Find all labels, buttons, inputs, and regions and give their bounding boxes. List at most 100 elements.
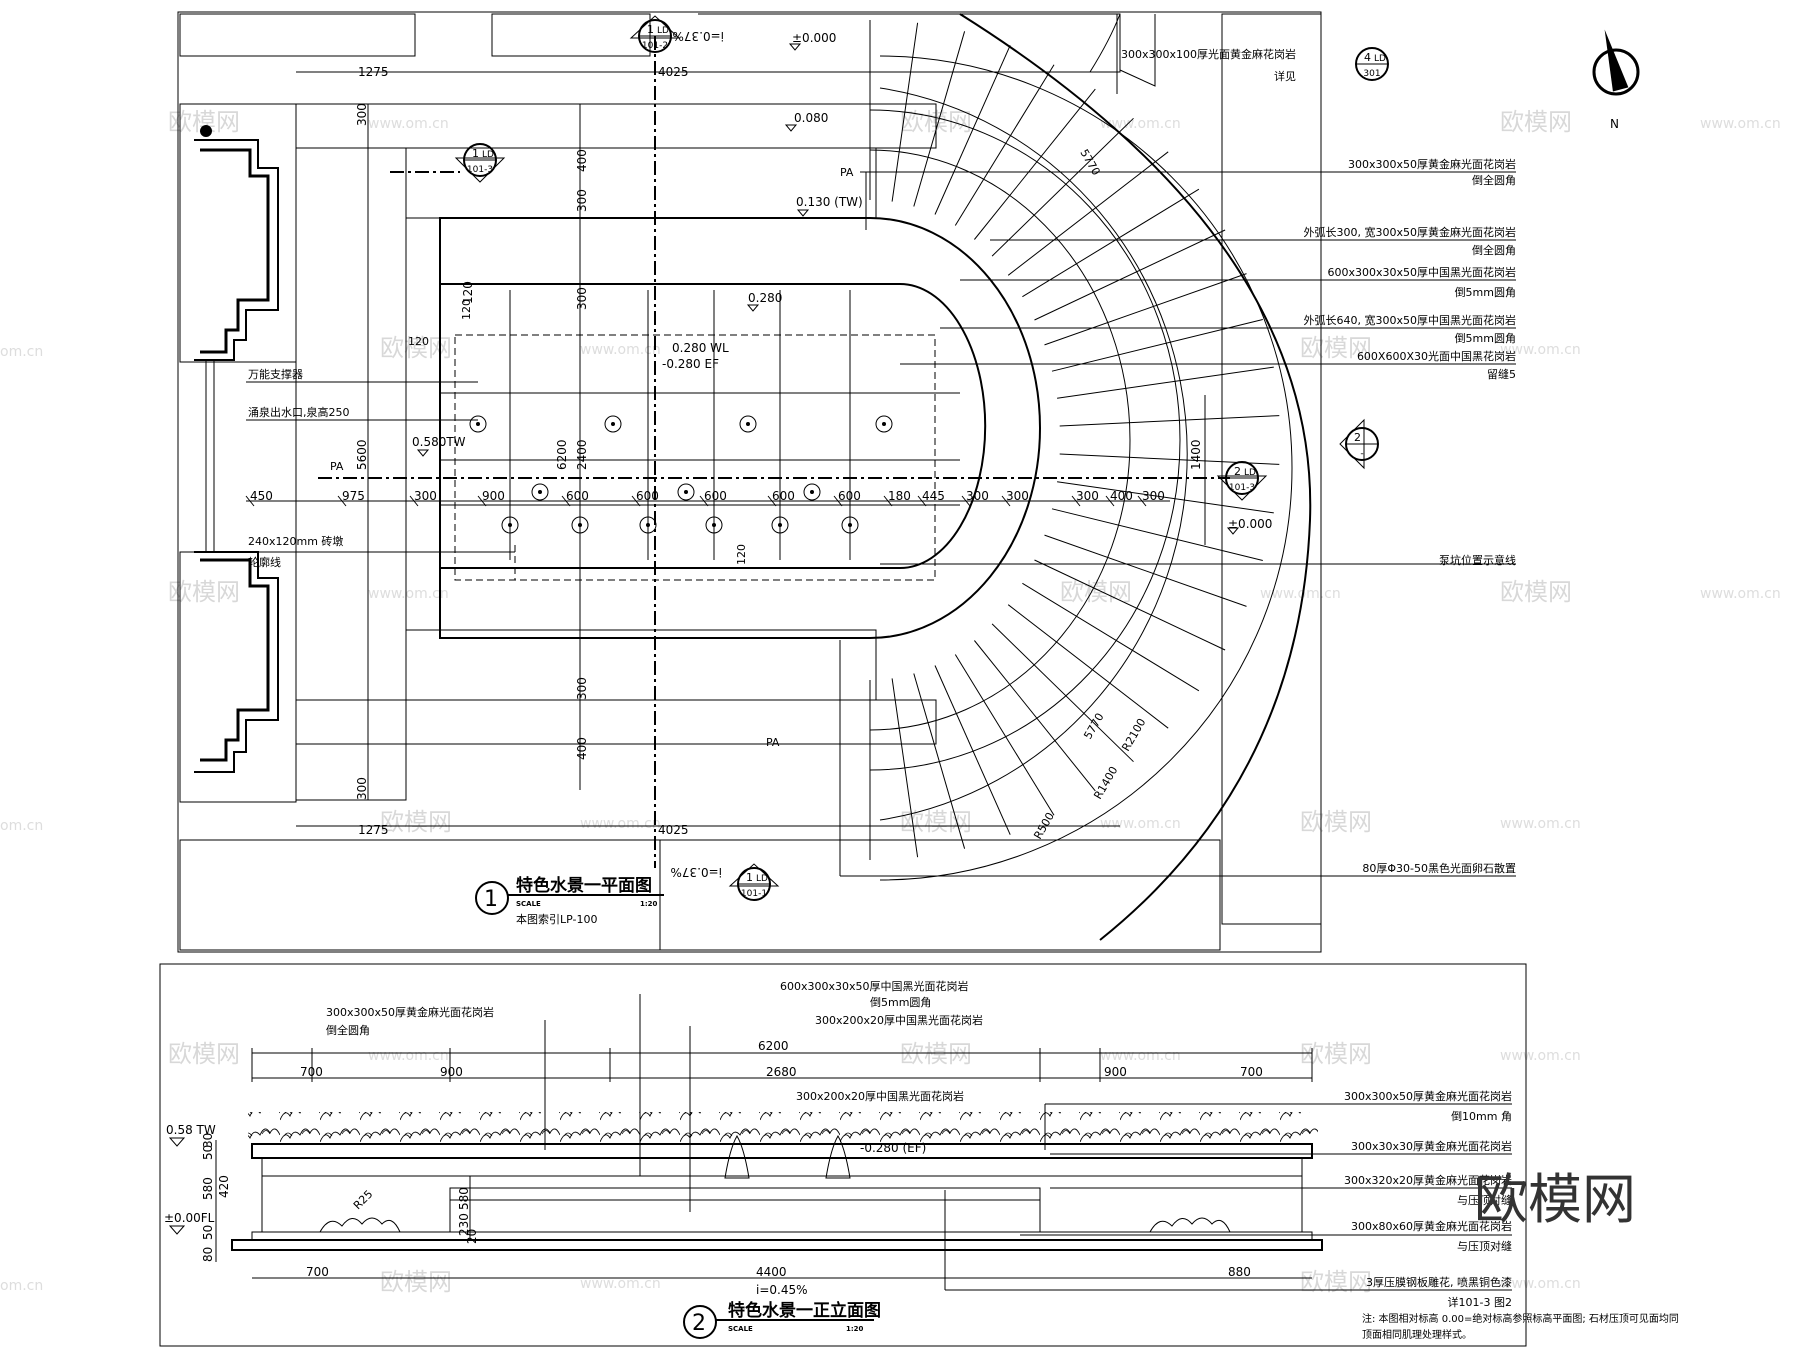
plan-ref-note: 本图索引LP-100: [516, 912, 598, 926]
plan-scale-label: SCALE: [516, 900, 541, 908]
dim-text: 120: [735, 544, 748, 565]
radial-joint: [1007, 604, 1169, 729]
dim-text: 580: [457, 1187, 471, 1210]
jet-nozzle: [501, 516, 519, 534]
elev-level: i=0.45%: [756, 1283, 808, 1297]
watermark-site: www.om.cn: [580, 1276, 661, 1292]
ground-line: [231, 1239, 1323, 1251]
elev-label: 300x200x20厚中国黑光面花岗岩: [815, 1013, 983, 1027]
tick: [1001, 495, 1011, 507]
note-label: 万能支撑器: [248, 367, 303, 381]
material-label: 泵坑位置示意线: [1439, 553, 1516, 567]
watermark-site: www.om.cn: [368, 586, 449, 602]
material-label: 外弧长640, 宽300x50厚中国黑光面花岗岩: [1304, 313, 1517, 327]
elev-number: 2: [692, 1311, 706, 1336]
dim-text: 880: [1228, 1265, 1251, 1279]
dim-text: 120: [461, 281, 475, 304]
plan-title-block: 1 特色水景一平面图 SCALE 1:20 本图索引LP-100: [475, 875, 664, 926]
jet-nozzle: [677, 483, 695, 501]
slope-text: i=0.37%: [672, 29, 724, 43]
dim-text: 450: [250, 489, 273, 503]
watermark-site: www.om.cn: [1500, 816, 1581, 832]
plan-view: 1275 4025 1275 4025 45097530090060060060…: [177, 11, 1640, 953]
elev-level: 0.58 TW: [166, 1123, 216, 1137]
watermark-site: www.om.cn: [1700, 116, 1781, 132]
note-label: 涌泉出水口,泉高250: [248, 405, 350, 419]
pool-face: [449, 1187, 1041, 1233]
watermark-site: om.cn: [0, 344, 43, 360]
watermark-brand: 欧模网: [1060, 578, 1132, 606]
elev-label: 倒全圆角: [326, 1023, 370, 1037]
radial-joint: [954, 64, 1055, 226]
note-label: 240x120mm 砖墩: [248, 534, 343, 548]
material-label: 外弧长300, 宽300x50厚黄金麻光面花岗岩: [1304, 225, 1517, 239]
dim-text: 230: [457, 1213, 471, 1236]
material-label: 600X600X30光面中国黑花岗岩: [1357, 349, 1516, 363]
dim-text: 6200: [555, 439, 569, 470]
dim-text: 5600: [355, 439, 369, 470]
elev-scale-label: SCALE: [728, 1325, 753, 1333]
callout-number: 2: [1234, 465, 1241, 478]
radius-label: R2100: [1119, 716, 1148, 753]
jet-nozzle: [469, 415, 487, 433]
callout-sheet: LD: [482, 150, 494, 160]
jet-nozzle: [875, 415, 893, 433]
dim-text: 300: [1006, 489, 1029, 503]
radial-joint: [974, 640, 1096, 792]
radial-joint: [913, 673, 966, 849]
pa-label: PA: [840, 166, 854, 179]
watermark-site: www.om.cn: [368, 1048, 449, 1064]
coping-bottom: [405, 629, 877, 701]
material-label: 300x30x30厚黄金麻光面花岗岩: [1351, 1139, 1512, 1153]
dim-text: 20: [465, 1229, 479, 1244]
elev-label: 倒5mm圆角: [870, 996, 931, 1009]
watermark-site: www.om.cn: [1100, 116, 1181, 132]
material-label: 80厚Φ30-50黑色光面卵石散置: [1362, 861, 1516, 875]
radial-joint: [1057, 481, 1274, 514]
dim-text: 700: [300, 1065, 323, 1079]
dim-text: 300: [575, 677, 589, 700]
dim-text: 120: [460, 299, 473, 320]
tick: [833, 495, 843, 507]
material-label: 留缝5: [1487, 367, 1516, 381]
dim-text: 400: [1110, 489, 1133, 503]
arc-band-4: [879, 55, 1293, 881]
tick: [1105, 495, 1115, 507]
watermark-brand: 欧模网: [1500, 108, 1572, 136]
material-label: 倒全圆角: [1472, 243, 1516, 257]
elev-note: 顶面相同肌理处理样式。: [1362, 1328, 1472, 1341]
elev-title-block: 2 特色水景一正立面图 SCALE 1:20: [683, 1300, 881, 1339]
pool-inner: [439, 283, 987, 569]
radial-joint: [1034, 229, 1226, 321]
jet-nozzle: [604, 415, 622, 433]
jet-nozzle: [531, 483, 549, 501]
level-text: ±0.000: [1228, 517, 1272, 531]
dim-text: 600: [566, 489, 589, 503]
radial-joint: [1044, 534, 1247, 607]
elev-level: -0.280 (EF): [860, 1141, 926, 1155]
watermark-site: www.om.cn: [1500, 1048, 1581, 1064]
dim-text: 300: [575, 189, 589, 212]
callout-ref: 101-3: [1229, 483, 1255, 493]
radial-joint: [1051, 319, 1263, 372]
dim-text: 975: [342, 489, 365, 503]
callout-ref: -: [1360, 449, 1363, 459]
level-marker: [168, 1225, 186, 1235]
dim-text: 700: [1240, 1065, 1263, 1079]
dim-text: 80: [201, 1247, 215, 1262]
plan-scale: 1:20: [640, 900, 658, 908]
watermark-site: www.om.cn: [1700, 586, 1781, 602]
elev-label: 600x300x30x50厚中国黑光面花岗岩: [780, 979, 969, 993]
callout-sheet: LD: [657, 26, 669, 36]
north-label: N: [1610, 117, 1619, 131]
radial-joint: [1057, 366, 1274, 399]
hatch-corner: [1089, 13, 1121, 73]
dim-text: 50: [201, 1145, 215, 1160]
tick: [1137, 495, 1147, 507]
callout-number: 1: [746, 871, 753, 884]
radial-joint: [1059, 415, 1280, 427]
elev-title: 特色水景一正立面图: [728, 1300, 881, 1321]
radial-joint: [991, 117, 1134, 257]
